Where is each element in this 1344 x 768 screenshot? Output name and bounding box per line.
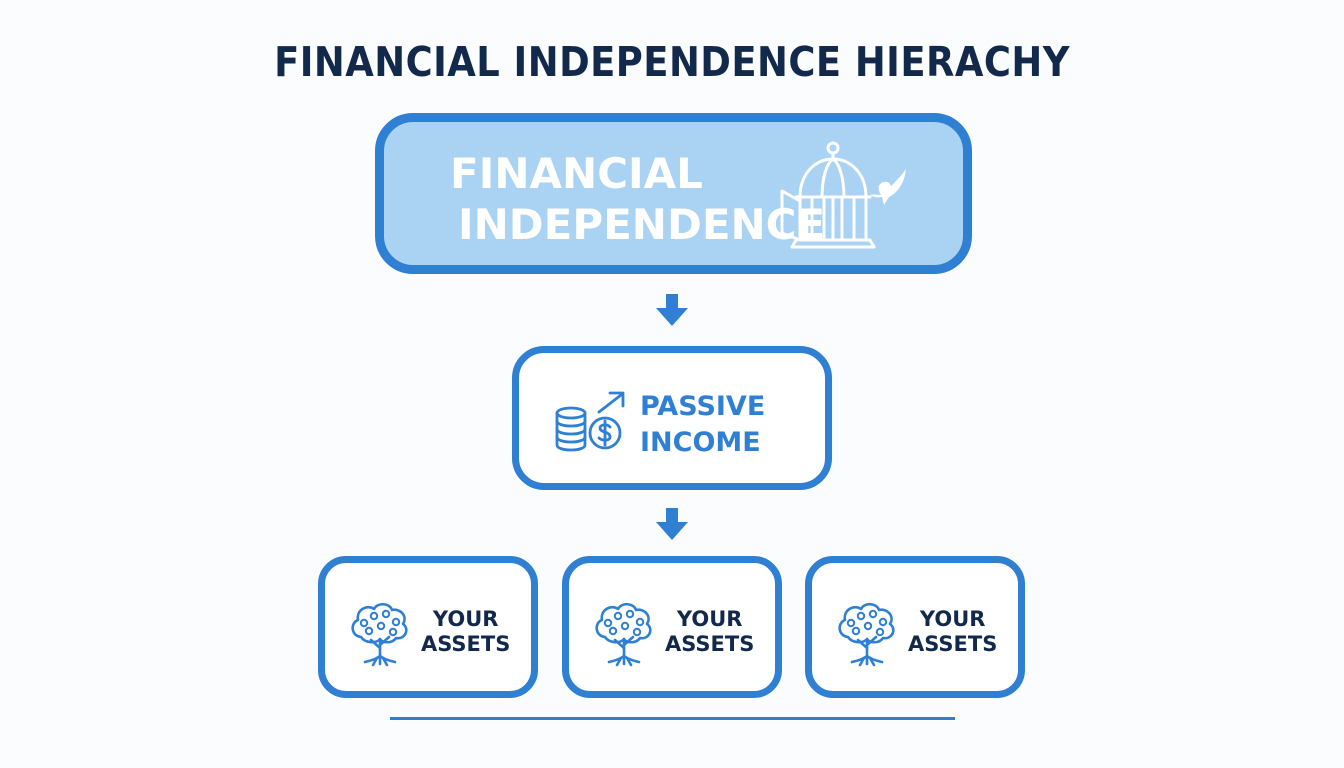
node-your-assets-label: YOUR ASSETS: [665, 607, 754, 657]
node-financial-independence-label: FINANCIAL INDEPENDENCE: [450, 148, 825, 250]
node-label-line-1: YOUR: [676, 607, 743, 631]
node-label-line-2: INDEPENDENCE: [458, 200, 826, 249]
base-divider-line: [390, 717, 955, 720]
node-your-assets-1: YOUR ASSETS: [318, 556, 538, 698]
arrow-down-icon: [654, 506, 690, 542]
node-your-assets-label: YOUR ASSETS: [421, 607, 510, 657]
page-title: FINANCIAL INDEPENDENCE HIERACHY: [274, 38, 1070, 86]
node-financial-independence: FINANCIAL INDEPENDENCE: [375, 113, 972, 274]
node-label-line-2: ASSETS: [908, 632, 998, 656]
node-your-assets-2: YOUR ASSETS: [562, 556, 782, 698]
node-label-line-1: PASSIVE: [640, 391, 766, 422]
node-label-line-2: ASSETS: [421, 632, 511, 656]
node-label-line-1: FINANCIAL: [450, 149, 703, 198]
node-your-assets-label: YOUR ASSETS: [908, 607, 997, 657]
node-passive-income-label: PASSIVE INCOME: [640, 389, 765, 461]
money-tree-icon: [834, 599, 900, 669]
money-tree-icon: [347, 599, 413, 669]
node-your-assets-3: YOUR ASSETS: [805, 556, 1025, 698]
node-label-line-2: INCOME: [640, 427, 761, 458]
node-label-line-1: YOUR: [919, 607, 986, 631]
arrow-down-icon: [654, 292, 690, 328]
open-birdcage-with-bird-icon: [780, 141, 906, 249]
node-label-line-1: YOUR: [432, 607, 499, 631]
coins-dollar-growth-icon: [555, 391, 625, 452]
money-tree-icon: [591, 599, 657, 669]
node-passive-income: PASSIVE INCOME: [512, 346, 832, 490]
node-label-line-2: ASSETS: [665, 632, 755, 656]
